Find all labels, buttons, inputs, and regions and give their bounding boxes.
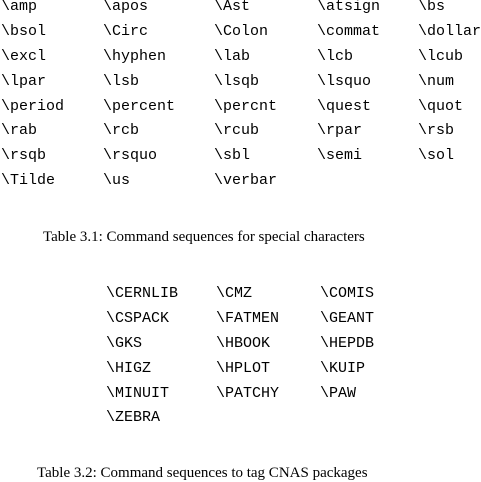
table-row: \lpar \lsb \lsqb \lsquo \num bbox=[1, 70, 481, 95]
table-cell: \bsol bbox=[1, 22, 47, 40]
table-cell: \period bbox=[1, 97, 65, 115]
table-cell: \atsign bbox=[317, 0, 381, 15]
table-cell: \us bbox=[103, 172, 131, 190]
table-cell: \commat bbox=[317, 22, 381, 40]
table-cell: \rpar bbox=[317, 122, 363, 140]
table-row: \rsqb \rsquo \sbl \semi \sol bbox=[1, 144, 481, 169]
table-cell: \sbl bbox=[214, 147, 251, 165]
table-cell: \PAW bbox=[320, 384, 357, 402]
table-row: \CSPACK \FATMEN \GEANT bbox=[106, 307, 406, 332]
table-cell: \semi bbox=[317, 147, 363, 165]
table-cell: \lcb bbox=[317, 47, 354, 65]
table-cell: \HPLOT bbox=[216, 359, 271, 377]
table-row: \GKS \HBOOK \HEPDB bbox=[106, 332, 406, 357]
table-cell: \apos bbox=[103, 0, 149, 15]
table-cell: \rcub bbox=[214, 122, 260, 140]
table-cell: \FATMEN bbox=[216, 309, 280, 327]
table-cell: \HBOOK bbox=[216, 334, 271, 352]
table-cell: \GKS bbox=[106, 334, 143, 352]
table-caption: Table 3.2: Command sequences to tag CNAS… bbox=[37, 465, 368, 481]
table-cell: \Tilde bbox=[1, 172, 56, 190]
table-cell: \lsquo bbox=[317, 72, 372, 90]
table-cell: \sol bbox=[418, 147, 455, 165]
table-cell: \CERNLIB bbox=[106, 285, 179, 302]
table-row: \HIGZ \HPLOT \KUIP bbox=[106, 357, 406, 382]
table-cell: \CMZ bbox=[216, 285, 253, 302]
table-row: \amp \apos \Ast \atsign \bs bbox=[1, 0, 481, 20]
table-cell: \excl bbox=[1, 47, 47, 65]
table-cell: \percent bbox=[103, 97, 176, 115]
table-row: \CERNLIB \CMZ \COMIS bbox=[106, 282, 406, 307]
table-cell: \KUIP bbox=[320, 359, 366, 377]
table-cell: \ZEBRA bbox=[106, 409, 161, 427]
table-row: \period \percent \percnt \quest \quot bbox=[1, 95, 481, 120]
table-cell: \lsb bbox=[103, 72, 140, 90]
table-cell: \Circ bbox=[103, 22, 149, 40]
table-cell: \hyphen bbox=[103, 47, 167, 65]
table-row: \excl \hyphen \lab \lcb \lcub bbox=[1, 45, 481, 70]
table-row: \Tilde \us \verbar bbox=[1, 169, 481, 194]
table-row: \bsol \Circ \Colon \commat \dollar bbox=[1, 20, 481, 45]
table-cell: \quot bbox=[418, 97, 464, 115]
table-row: \MINUIT \PATCHY \PAW bbox=[106, 382, 406, 407]
special-characters-table: \amp \apos \Ast \atsign \bs \bsol \Circ … bbox=[1, 0, 481, 194]
table-cell: \lpar bbox=[1, 72, 47, 90]
table-cell: \lab bbox=[214, 47, 251, 65]
table-cell: \lcub bbox=[418, 47, 464, 65]
table-cell: \rsb bbox=[418, 122, 455, 140]
table-cell: \HEPDB bbox=[320, 334, 375, 352]
table-cell: \rsquo bbox=[103, 147, 158, 165]
table-cell: \quest bbox=[317, 97, 372, 115]
table-cell: \rab bbox=[1, 122, 38, 140]
table-cell: \bs bbox=[418, 0, 446, 15]
table-row: \ZEBRA bbox=[106, 406, 406, 431]
table-cell: \MINUIT bbox=[106, 384, 170, 402]
table-cell: \Colon bbox=[214, 22, 269, 40]
table-cell: \percnt bbox=[214, 97, 278, 115]
table-cell: \dollar bbox=[418, 22, 481, 40]
table-cell: \rsqb bbox=[1, 147, 47, 165]
cnas-packages-table: \CERNLIB \CMZ \COMIS \CSPACK \FATMEN \GE… bbox=[106, 282, 406, 431]
table-cell: \lsqb bbox=[214, 72, 260, 90]
table-cell: \HIGZ bbox=[106, 359, 152, 377]
table-cell: \amp bbox=[1, 0, 38, 15]
table-row: \rab \rcb \rcub \rpar \rsb bbox=[1, 119, 481, 144]
table-cell: \verbar bbox=[214, 172, 278, 190]
table-cell: \GEANT bbox=[320, 309, 375, 327]
table-caption: Table 3.1: Command sequences for special… bbox=[43, 229, 365, 245]
table-cell: \rcb bbox=[103, 122, 140, 140]
table-cell: \COMIS bbox=[320, 285, 375, 302]
table-cell: \CSPACK bbox=[106, 309, 170, 327]
table-cell: \PATCHY bbox=[216, 384, 280, 402]
table-cell: \num bbox=[418, 72, 455, 90]
table-cell: \Ast bbox=[214, 0, 251, 15]
